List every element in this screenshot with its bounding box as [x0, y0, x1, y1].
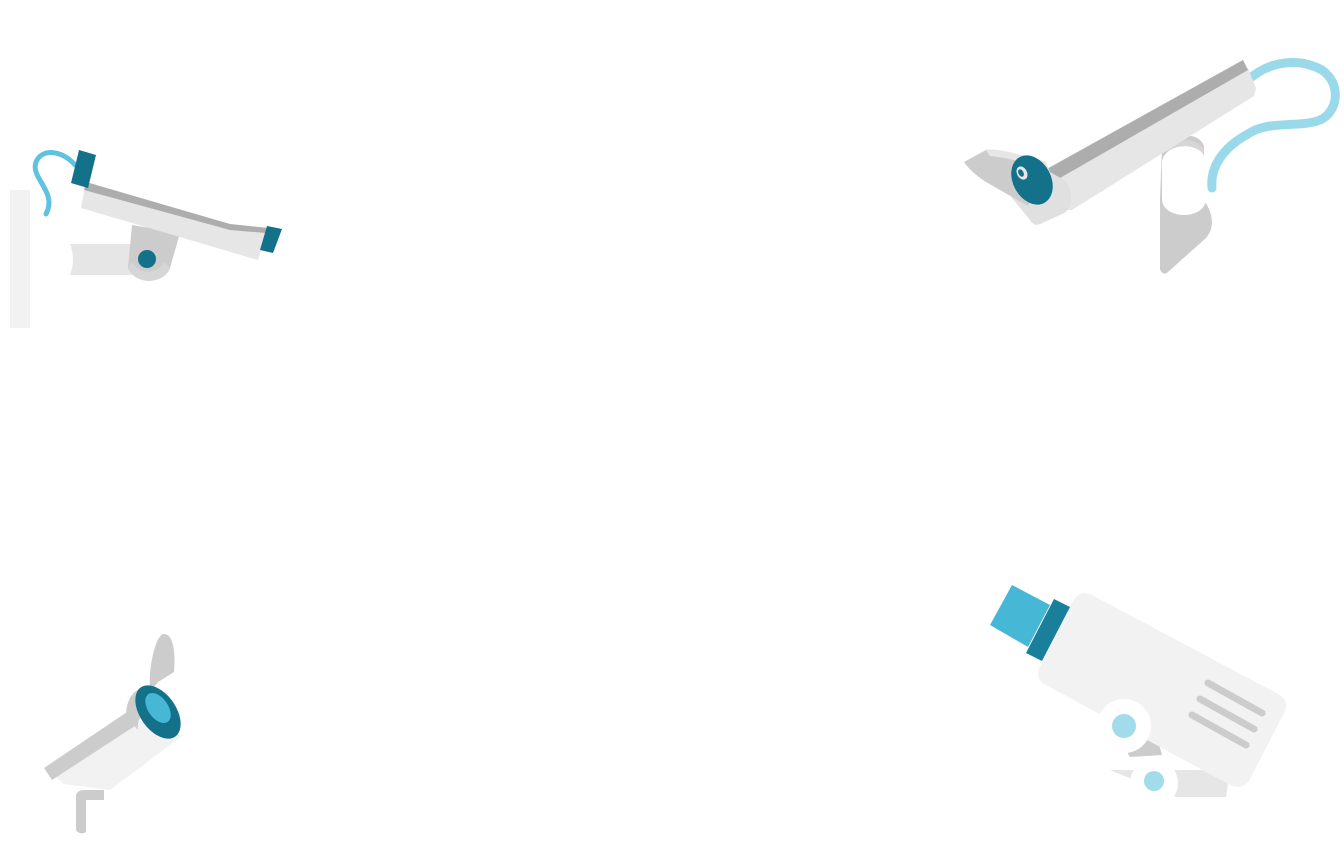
security-camera-icon — [964, 58, 1340, 274]
security-camera-icon — [44, 634, 182, 834]
security-camera-icon — [10, 150, 282, 328]
security-camera-icon — [990, 585, 1287, 807]
